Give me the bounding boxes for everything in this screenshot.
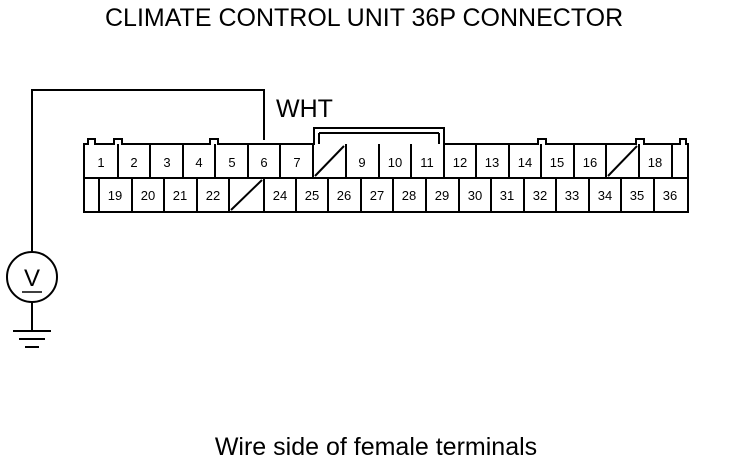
terminal-label: 24 bbox=[273, 188, 287, 203]
terminal-label: 25 bbox=[305, 188, 319, 203]
terminal-label: 35 bbox=[630, 188, 644, 203]
probe-wire bbox=[31, 89, 265, 252]
terminal-label: 36 bbox=[663, 188, 677, 203]
terminal-label: 15 bbox=[550, 155, 564, 170]
top-row-terminals: 1 2 3 4 5 6 7 9 10 11 12 13 14 15 16 18 bbox=[97, 155, 662, 170]
terminal-label: 32 bbox=[533, 188, 547, 203]
terminal-label: 20 bbox=[141, 188, 155, 203]
terminal-label: 4 bbox=[195, 155, 202, 170]
terminal-label: 6 bbox=[260, 155, 267, 170]
empty-cavity-top-17 bbox=[607, 145, 638, 177]
terminal-label: 11 bbox=[420, 155, 434, 170]
terminal-label: 27 bbox=[370, 188, 384, 203]
terminal-label: 28 bbox=[402, 188, 416, 203]
terminal-label: 21 bbox=[173, 188, 187, 203]
terminal-label: 9 bbox=[358, 155, 365, 170]
terminal-label: 30 bbox=[468, 188, 482, 203]
empty-cavity-top-8 bbox=[314, 145, 345, 177]
voltmeter-symbol: V bbox=[24, 265, 40, 292]
terminal-label: 19 bbox=[108, 188, 122, 203]
terminal-label: 34 bbox=[598, 188, 612, 203]
terminal-label: 16 bbox=[583, 155, 597, 170]
terminal-label: 2 bbox=[130, 155, 137, 170]
wire-color-label: WHT bbox=[276, 95, 333, 123]
terminal-label: 3 bbox=[163, 155, 170, 170]
ground-icon bbox=[13, 302, 51, 348]
terminal-label: 22 bbox=[206, 188, 220, 203]
view-caption: Wire side of female terminals bbox=[215, 433, 537, 461]
terminal-label: 10 bbox=[388, 155, 402, 170]
terminal-label: 1 bbox=[97, 155, 104, 170]
terminal-label: 13 bbox=[485, 155, 499, 170]
terminal-label: 18 bbox=[648, 155, 662, 170]
bottom-row-terminals: 19 20 21 22 24 25 26 27 28 29 30 31 32 3… bbox=[108, 188, 677, 203]
terminal-label: 33 bbox=[565, 188, 579, 203]
voltmeter-icon: V bbox=[6, 251, 58, 303]
connector-body bbox=[83, 127, 689, 213]
diagram-title: CLIMATE CONTROL UNIT 36P CONNECTOR bbox=[105, 4, 623, 32]
terminal-label: 26 bbox=[337, 188, 351, 203]
terminal-label: 7 bbox=[293, 155, 300, 170]
terminal-label: 29 bbox=[435, 188, 449, 203]
terminal-label: 31 bbox=[500, 188, 514, 203]
terminal-label: 14 bbox=[518, 155, 532, 170]
terminal-label: 5 bbox=[228, 155, 235, 170]
terminal-label: 12 bbox=[453, 155, 467, 170]
empty-cavity-bottom-23 bbox=[230, 179, 263, 211]
